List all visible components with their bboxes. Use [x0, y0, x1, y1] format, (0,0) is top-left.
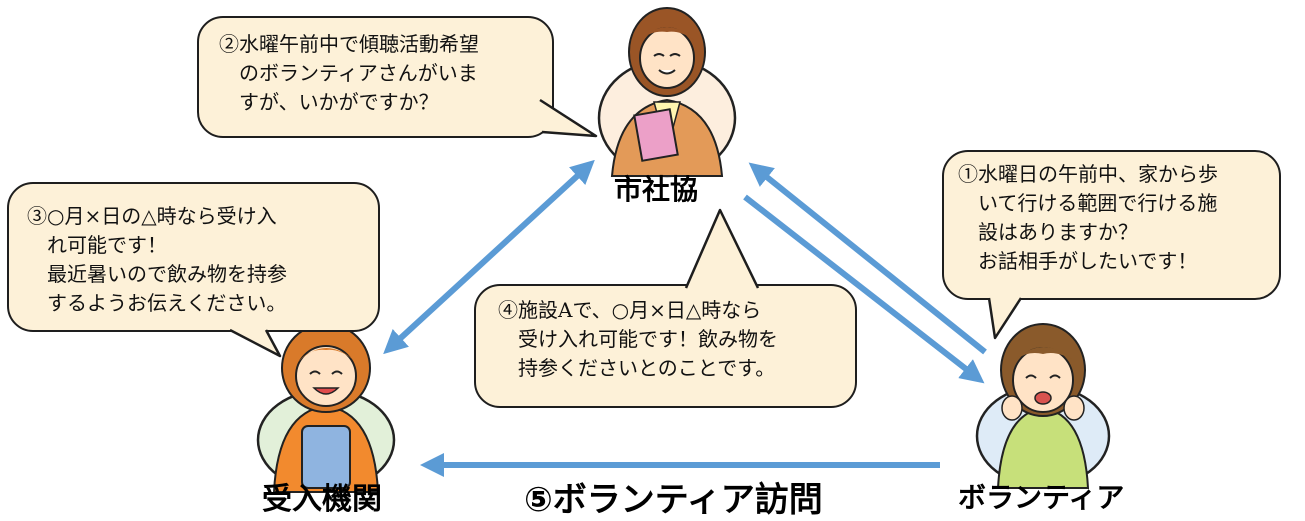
speech-bubble-2-tail: [539, 98, 598, 138]
volunteer-figure: [975, 323, 1111, 489]
bubble-1-line-4: お話相手がしたいです！: [978, 249, 1198, 273]
bubble-4-line-3: 持参くださいとのことです。: [518, 356, 776, 380]
bubble-1-line-2: いて行ける範囲で行ける施: [978, 191, 1218, 215]
speech-bubble-2: ②水曜午前中で傾聴活動希望 のボランティアさんがいま すが、いかがですか？: [197, 16, 554, 138]
bubble-2-line-1: ②水曜午前中で傾聴活動希望: [219, 32, 479, 56]
bubble-4-line-2: 受け入れ可能です！飲み物を: [518, 327, 778, 351]
arrow-council-volunteer: [743, 194, 985, 384]
bubble-1-line-1: ①水曜日の午前中、家から歩: [958, 162, 1218, 186]
host-staff-figure: [256, 323, 396, 493]
speech-bubble-1: ①水曜日の午前中、家から歩 いて行ける範囲で行ける施 設はありますか？ お話相手…: [942, 150, 1281, 300]
bubble-3-line-2: れ可能です！: [47, 233, 167, 257]
speech-bubble-3: ③○月×日の△時なら受け入 れ可能です！ 最近暑いので飲み物を持参 するようお伝…: [7, 182, 380, 332]
bubble-2-line-2: のボランティアさんがいま: [239, 61, 478, 85]
host-label: 受入機関: [262, 482, 382, 517]
bubble-3-line-3: 最近暑いので飲み物を持参: [47, 262, 287, 286]
bubble-4-line-1: ④施設Aで、○月×日△時なら: [498, 298, 762, 322]
step-5-label: ⑤ボランティア訪問: [524, 480, 823, 520]
speech-bubble-4: ④施設Aで、○月×日△時なら 受け入れ可能です！飲み物を 持参くださいとのことで…: [474, 284, 857, 408]
council-staff-figure: [597, 7, 737, 178]
arrow-volunteer-council: [748, 162, 987, 355]
volunteer-label: ボランティア: [958, 481, 1125, 514]
arrow-council-host: [383, 159, 595, 355]
bubble-2-line-3: すが、いかがですか？: [239, 90, 439, 114]
bubble-3-line-1: ③○月×日の△時なら受け入: [27, 204, 277, 228]
bubble-3-line-4: するようお伝えください。: [47, 291, 287, 315]
council-label: 市社協: [614, 173, 699, 206]
speech-bubble-1-tail: [987, 297, 1023, 340]
speech-bubble-4-tail: [684, 208, 760, 289]
bubble-1-line-3: 設はありますか？: [978, 220, 1138, 244]
speech-bubble-3-tail: [229, 328, 282, 358]
